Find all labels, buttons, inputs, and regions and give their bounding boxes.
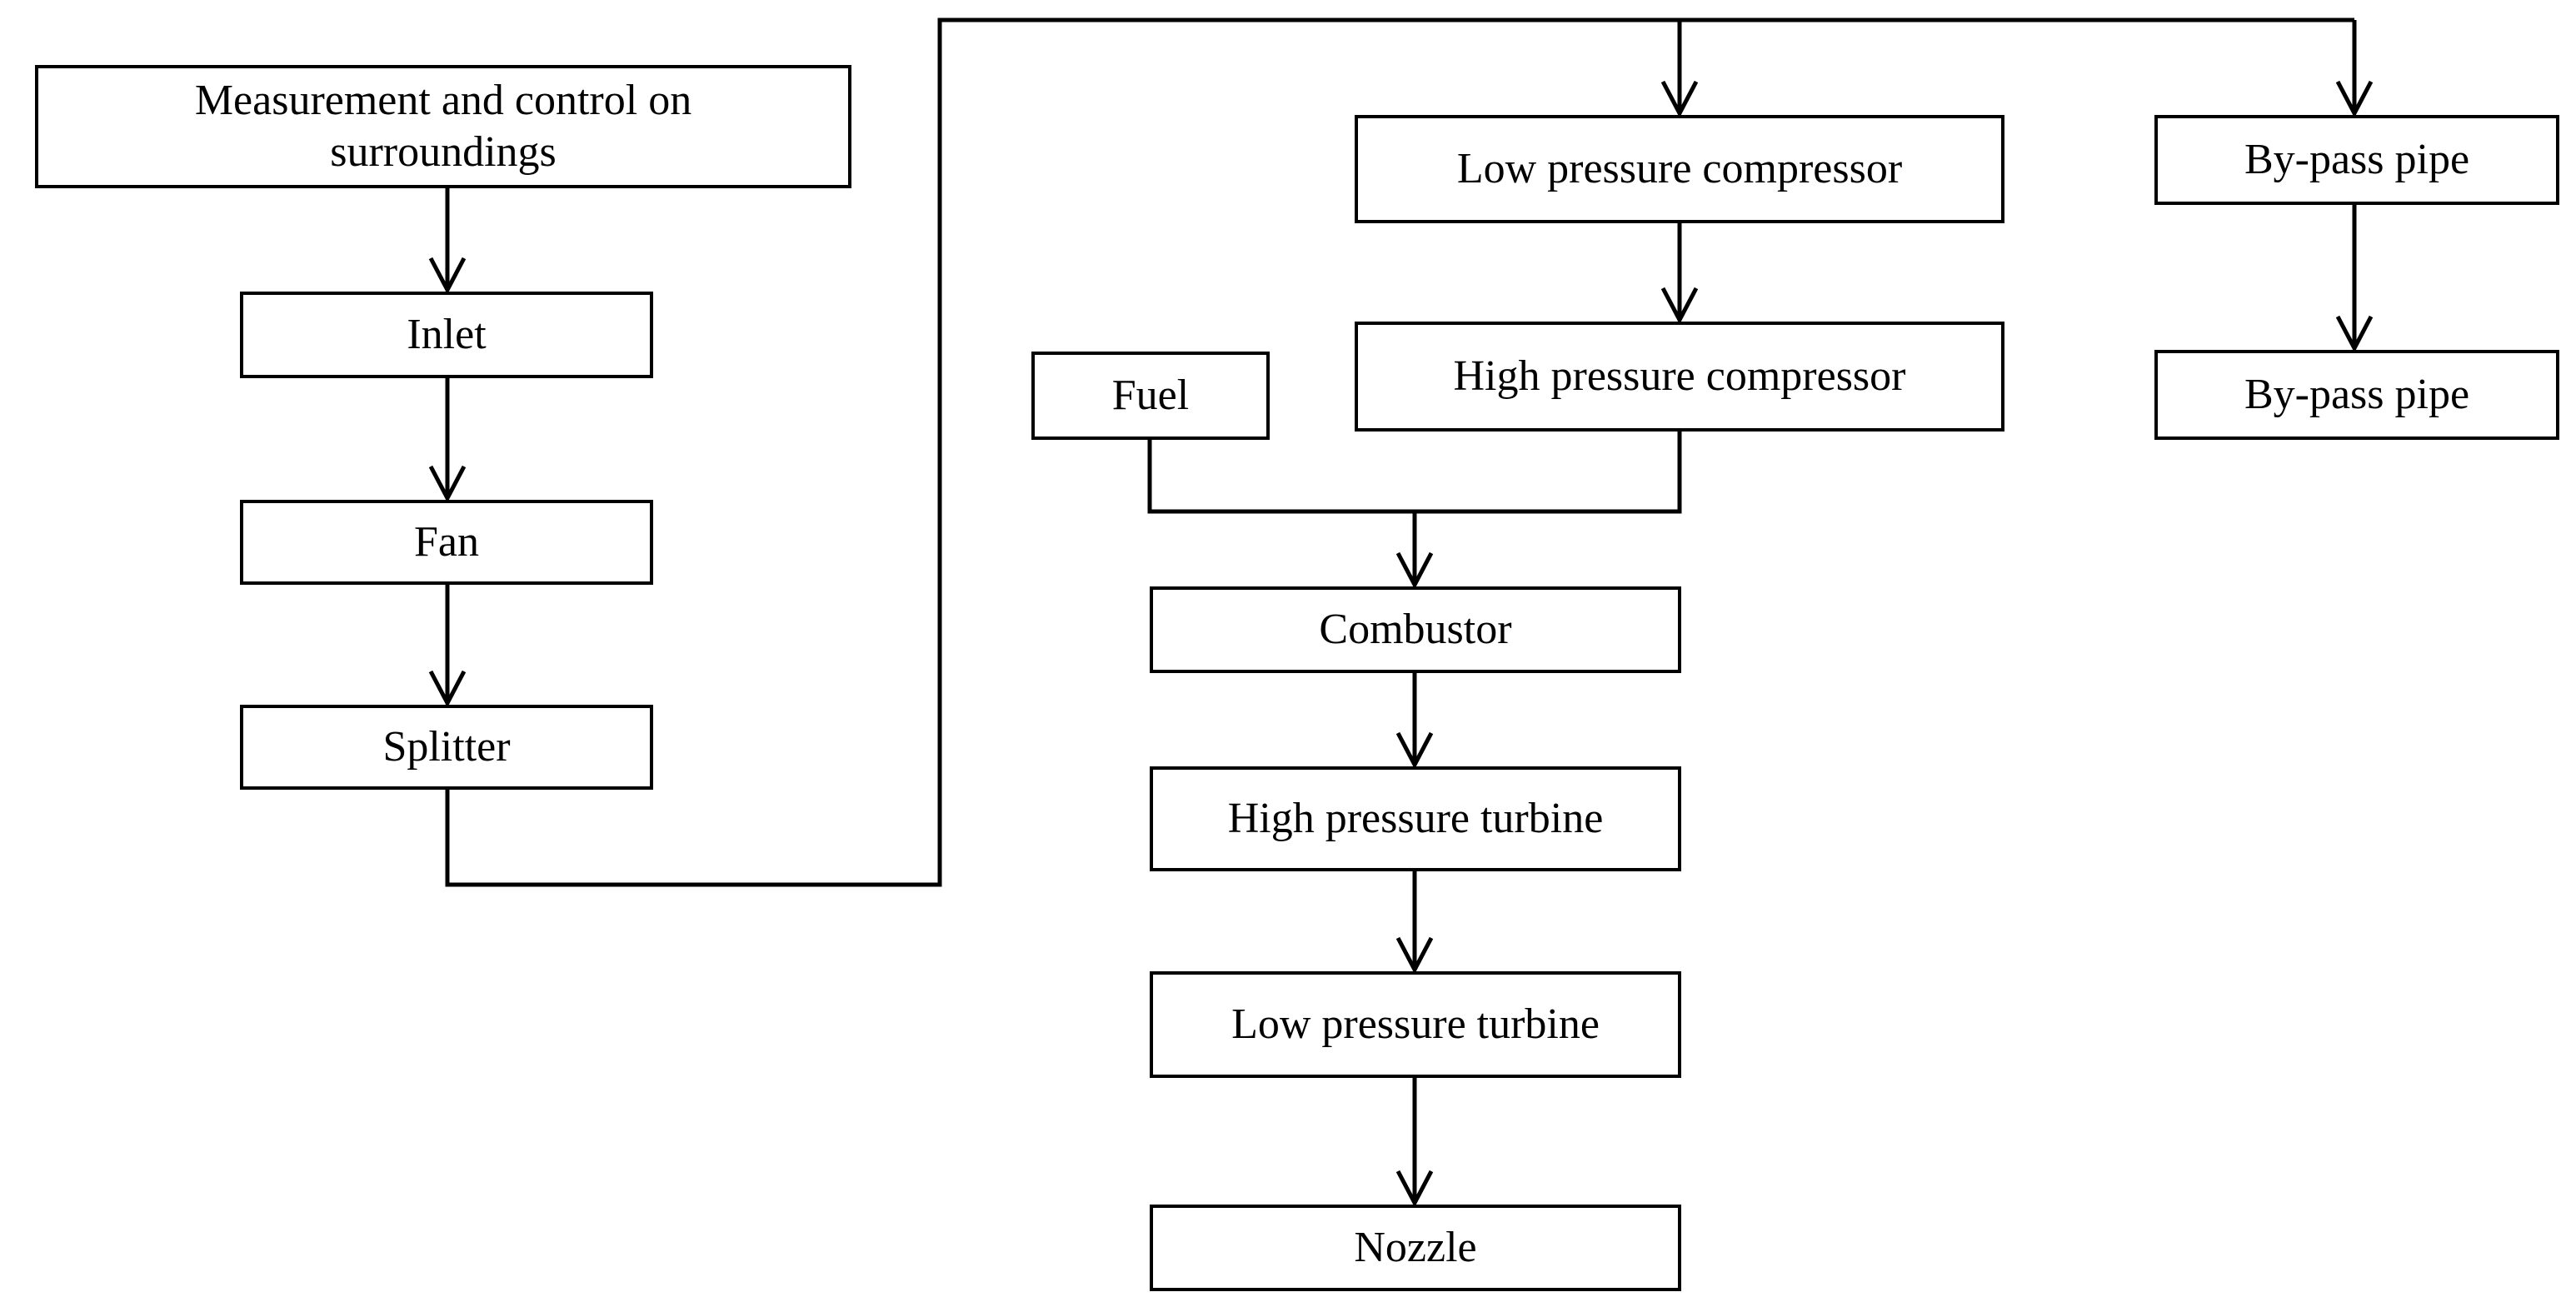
- node-measurement-line1: Measurement and control on: [194, 76, 692, 124]
- node-bypass-pipe-2: By-pass pipe: [2154, 350, 2559, 440]
- edge-bypass-bypass: [2335, 205, 2374, 353]
- edge-splitter-lp-compressor: [1660, 20, 1699, 118]
- node-measurement-control: Measurement and control on surroundings: [35, 65, 851, 188]
- edge-lp-turbine-nozzle: [1395, 1078, 1434, 1208]
- edge-splitter-bypass: [2335, 20, 2374, 118]
- node-low-pressure-compressor: Low pressure compressor: [1355, 115, 2004, 223]
- edge-hp-compressor-combustor: [1395, 432, 1682, 590]
- node-bypass-pipe-1: By-pass pipe: [2154, 115, 2559, 205]
- node-splitter: Splitter: [240, 705, 653, 790]
- edge-inlet-fan: [428, 378, 467, 503]
- edge-lp-hp-compressor: [1660, 223, 1699, 325]
- node-high-pressure-turbine: High pressure turbine: [1150, 766, 1681, 871]
- node-combustor: Combustor: [1150, 586, 1681, 673]
- edge-splitter-trunk: [445, 17, 2354, 887]
- node-low-pressure-turbine: Low pressure turbine: [1150, 971, 1681, 1078]
- edge-fuel-combustor: [1147, 438, 1415, 514]
- edge-combustor-hp-turbine: [1395, 673, 1434, 770]
- node-fan: Fan: [240, 500, 653, 585]
- node-high-pressure-compressor: High pressure compressor: [1355, 322, 2004, 432]
- node-inlet: Inlet: [240, 292, 653, 378]
- edge-measurement-inlet: [428, 188, 467, 295]
- edge-hp-lp-turbine: [1395, 871, 1434, 975]
- node-nozzle: Nozzle: [1150, 1205, 1681, 1291]
- node-measurement-line2: surroundings: [330, 128, 557, 176]
- edge-fan-splitter: [428, 585, 467, 708]
- node-fuel: Fuel: [1031, 352, 1270, 440]
